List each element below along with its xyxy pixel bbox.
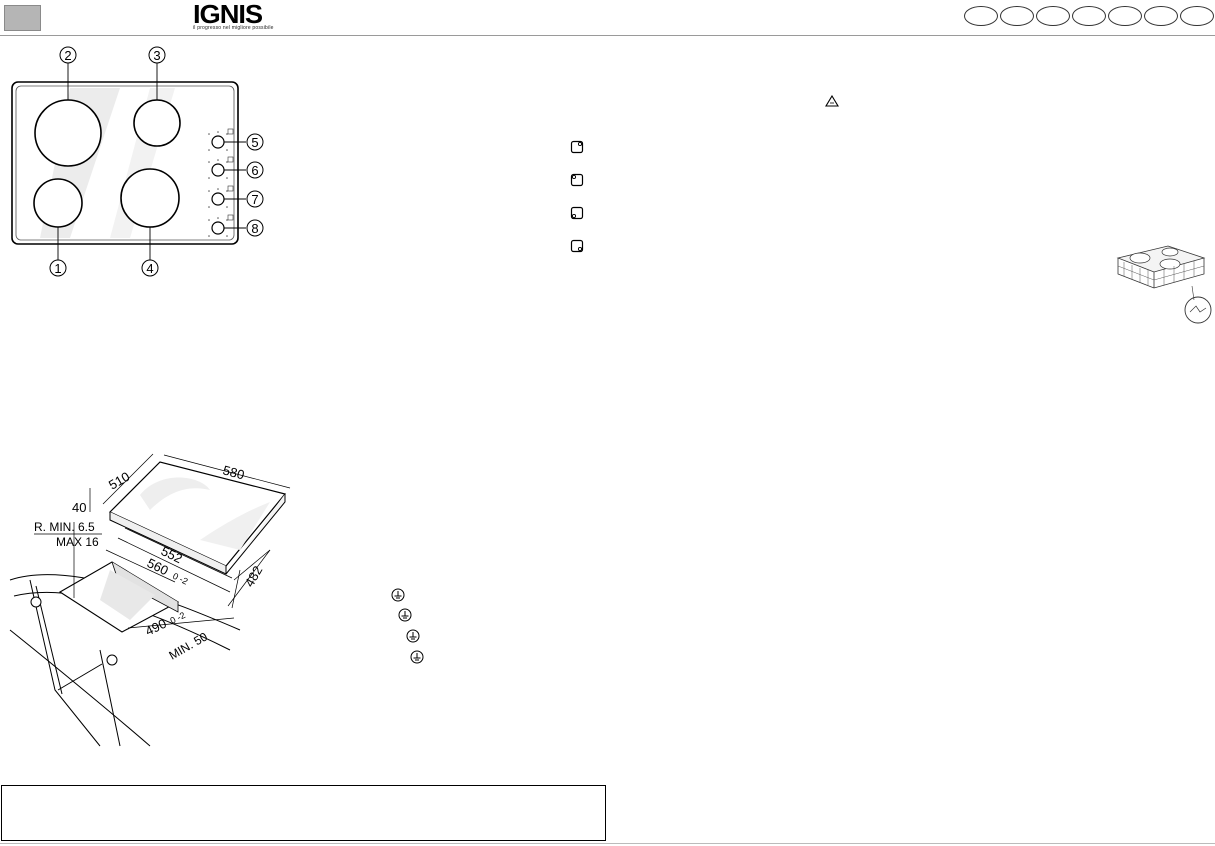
earth-icon (398, 608, 412, 622)
zone-front-left-icon (570, 206, 584, 220)
language-oval (1108, 6, 1142, 26)
zone-rear-right-icon (570, 140, 584, 154)
earth-icon (406, 629, 420, 643)
earth-icon (391, 588, 405, 602)
language-oval (1072, 6, 1106, 26)
cooking-zone-1 (33, 178, 83, 228)
cooking-zone-4 (120, 168, 180, 228)
svg-text:7: 7 (251, 192, 258, 207)
svg-text:5: 5 (251, 135, 258, 150)
svg-text:2: 2 (64, 48, 71, 63)
dim-482: 482 (242, 563, 266, 589)
header-divider (0, 35, 1215, 36)
language-oval (1180, 6, 1214, 26)
brand-logo: IGNIS (193, 0, 263, 29)
language-oval (964, 6, 998, 26)
callout-6: 6 (246, 161, 264, 179)
callout-1: 1 (49, 259, 67, 277)
svg-text:8: 8 (251, 221, 258, 236)
callout-3: 3 (148, 46, 166, 64)
language-oval (1000, 6, 1034, 26)
svg-text:3: 3 (153, 48, 160, 63)
footer-divider (0, 843, 1215, 844)
dim-40: 40 (72, 500, 86, 515)
header-swatch (4, 5, 41, 31)
dim-510: 510 (106, 469, 132, 493)
language-oval (1144, 6, 1178, 26)
zone-rear-left-icon (570, 173, 584, 187)
dim-580: 580 (221, 462, 246, 482)
callout-4: 4 (141, 259, 159, 277)
hob-top-view-diagram: 2 3 1 4 5 6 7 8 (11, 46, 264, 277)
tol-560: 0 -2 (171, 571, 189, 587)
callout-2: 2 (59, 46, 77, 64)
dim-max: MAX 16 (56, 535, 99, 549)
cooking-zone-3 (133, 99, 181, 147)
recycle-icon (825, 95, 839, 107)
zone-front-right-icon (570, 239, 584, 253)
packaging-illustration (1116, 245, 1212, 324)
svg-text:4: 4 (146, 261, 153, 276)
callout-5: 5 (246, 133, 264, 151)
dim-min-50: MIN. 50 (167, 629, 211, 662)
callout-8: 8 (246, 219, 264, 237)
brand-tagline: il progresso nel migliore possibile (193, 25, 274, 31)
callout-7: 7 (246, 190, 264, 208)
earth-icon (410, 650, 424, 664)
cooking-zone-2 (34, 99, 102, 167)
language-oval (1036, 6, 1070, 26)
note-box (1, 785, 606, 841)
installation-dimension-diagram: 510 580 40 R. MIN. 6.5 MAX 16 552 560 0 … (9, 453, 291, 747)
svg-text:6: 6 (251, 163, 258, 178)
svg-text:1: 1 (54, 261, 61, 276)
language-ovals (964, 6, 1215, 28)
dim-r-min: R. MIN. 6.5 (34, 520, 95, 534)
tol-490: 0 -2 (168, 610, 186, 626)
